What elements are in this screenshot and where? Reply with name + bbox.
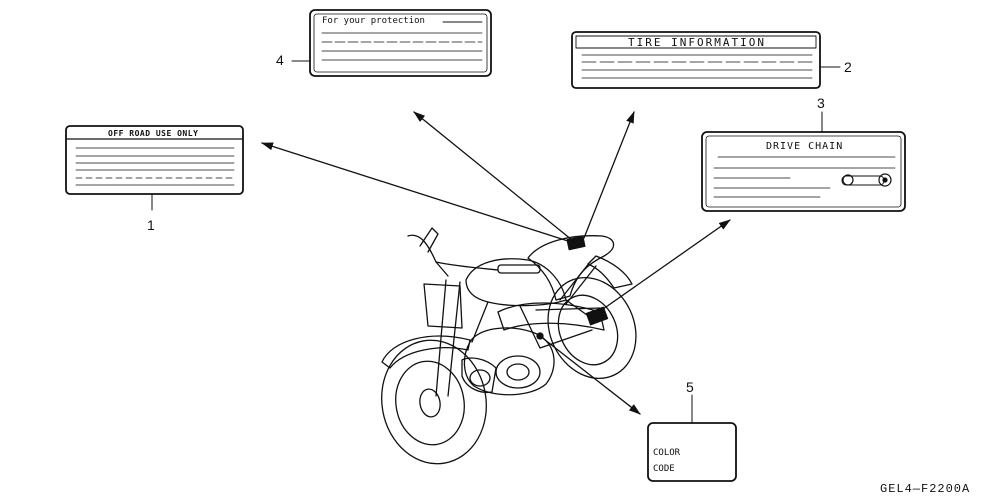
off-road-use-only-text: OFF ROAD USE ONLY — [108, 129, 199, 138]
for-your-protection-label — [309, 9, 492, 77]
callout-number-2: 2 — [844, 59, 852, 75]
arrow-to-label-3 — [595, 219, 731, 315]
callout-number-5: 5 — [686, 379, 694, 395]
off-road-use-only-label — [65, 125, 244, 195]
motorcycle-illustration — [381, 227, 637, 465]
code-text: CODE — [653, 464, 675, 474]
tire-information-label — [571, 31, 821, 89]
arrow-to-label-5 — [539, 335, 641, 415]
arrow-to-label-4 — [413, 111, 573, 241]
drive-chain-label — [701, 131, 906, 212]
tire-information-text: TIRE INFORMATION — [628, 36, 766, 49]
callout-number-4: 4 — [276, 52, 284, 68]
callout-number-3: 3 — [817, 95, 825, 111]
chain-adjuster-icon — [841, 173, 892, 187]
arrow-to-label-1 — [261, 142, 569, 242]
drive-chain-text: DRIVE CHAIN — [766, 141, 844, 152]
callout-number-1: 1 — [147, 217, 155, 233]
part-reference-code: GEL4—F2200A — [880, 482, 971, 496]
for-your-protection-text: For your protection — [322, 16, 425, 26]
arrow-to-label-2 — [583, 111, 635, 239]
location-arrows — [261, 111, 731, 415]
color-text: COLOR — [653, 448, 681, 458]
